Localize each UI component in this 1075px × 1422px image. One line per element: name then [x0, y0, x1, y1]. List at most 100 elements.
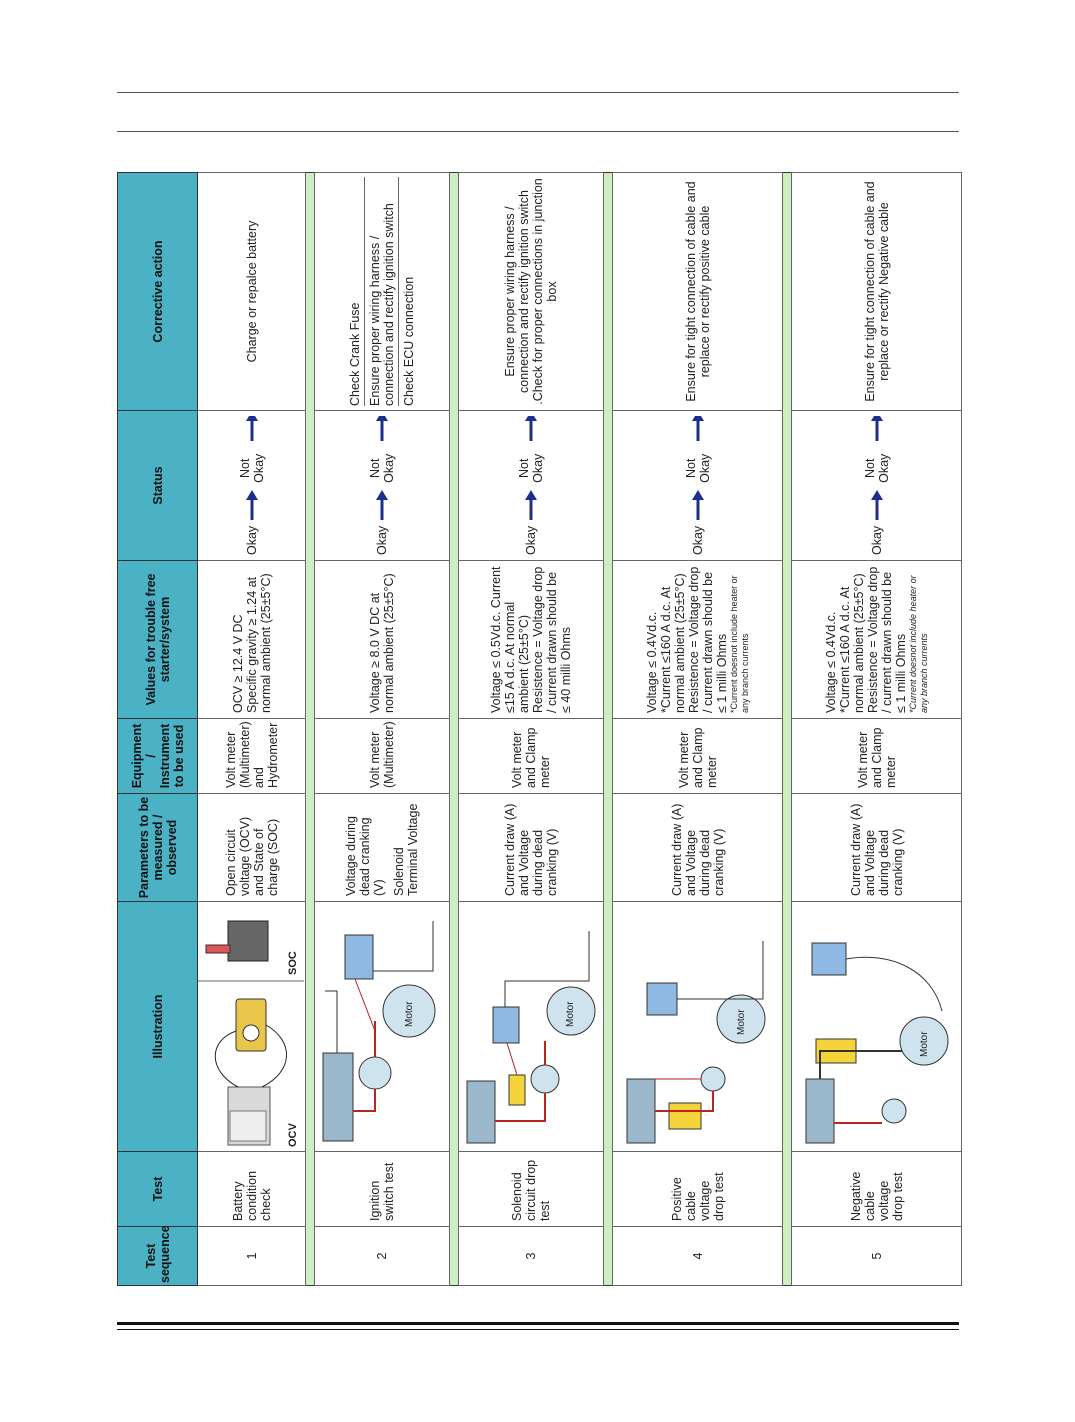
header-parameters: Parameters to be measured / observed: [117, 793, 198, 902]
arrow-right-icon: [870, 489, 883, 520]
clamp-meter-icon: [668, 1102, 702, 1130]
status-cell: Okay Not Okay: [791, 410, 962, 561]
status-okay: Okay: [524, 525, 538, 555]
solenoid-icon: [881, 1098, 907, 1124]
header-illustration: Illustration: [117, 901, 198, 1152]
voltmeter-icon: [492, 1006, 520, 1044]
test-cell: Negative cable voltage drop test: [791, 1151, 962, 1227]
corrective-cell: Ensure for tight connection of cable and…: [791, 172, 962, 411]
arrow-right-icon: [376, 489, 388, 520]
table-row: 2 Ignition switch test Motor: [314, 172, 450, 1286]
battery-icon: [322, 1052, 354, 1142]
status-cell: Okay Not Okay: [197, 410, 306, 561]
illustration-cell: Motor: [612, 901, 783, 1152]
arrow-right-icon: [245, 416, 258, 441]
status-okay: Okay: [690, 525, 705, 555]
equipment-cell: Volt meter and Clamp meter: [791, 718, 962, 794]
status-not-okay: Not Okay: [368, 453, 396, 483]
illustration-cell: OCV SOC: [197, 901, 306, 1152]
header-equipment: Equipment / Instrument to be used: [117, 718, 198, 794]
arrow-right-icon: [525, 489, 537, 520]
arrow-right-icon: [691, 416, 704, 441]
hydrometer-icon: [227, 920, 269, 962]
starter-test-table: Test sequence Test Illustration Paramete…: [117, 172, 962, 1286]
footer-rule-thick: [117, 1322, 959, 1325]
parameters-cell: Current draw (A) and Voltage during dead…: [791, 793, 962, 902]
seq-cell: 3: [458, 1226, 604, 1286]
corrective-cell: Ensure proper wiring harness / connectio…: [458, 172, 604, 411]
positive-cable-illustration: [626, 941, 766, 1144]
battery-icon: [805, 1078, 835, 1144]
ignition-circuit-illustration: [322, 921, 436, 1142]
status-not-okay: Not Okay: [237, 453, 266, 483]
equipment-cell: Volt meter and Clamp meter: [612, 718, 783, 794]
values-cell: Voltage ≥ 8.0 V DC at normal ambient (25…: [314, 560, 450, 719]
seq-cell: 1: [197, 1226, 306, 1286]
test-cell: Solenoid circuit drop test: [458, 1151, 604, 1227]
status-cell: Okay Not Okay: [458, 410, 604, 561]
ocv-label: OCV: [287, 1123, 299, 1147]
seq-cell: 2: [314, 1226, 450, 1286]
values-cell: Voltage ≤ 0.4Vd.c. *Current ≤160 A d.c. …: [612, 560, 783, 719]
status-not-okay: Not Okay: [683, 453, 712, 483]
status-cell: Okay Not Okay: [314, 410, 450, 561]
motor-icon: [546, 986, 596, 1036]
header-test-sequence: Test sequence: [117, 1225, 198, 1286]
table-row: 5 Negative cable voltage drop test Motor: [791, 172, 962, 1286]
header-values: Values for trouble free starter/system: [117, 560, 198, 719]
header-test: Test: [117, 1151, 198, 1227]
parameters-cell: Voltage during dead cranking (V) Solenoi…: [314, 793, 450, 902]
starter-test-table-wrapper: Test sequence Test Illustration Paramete…: [117, 172, 962, 1286]
table-row: 4 Positive cable voltage drop test Motor: [612, 172, 783, 1286]
motor-label: Motor: [736, 1009, 747, 1035]
equipment-cell: Volt meter (Multimeter) and Hydrometer: [197, 718, 306, 794]
footer-rule-thin: [117, 1329, 959, 1330]
solenoid-icon: [700, 1066, 726, 1092]
motor-label: Motor: [919, 1031, 930, 1057]
solenoid-icon: [530, 1064, 560, 1094]
test-cell: Positive cable voltage drop test: [612, 1151, 783, 1227]
motor-label: Motor: [404, 1001, 415, 1027]
values-cell: Voltage ≤ 0.5Vd.c. Current ≤15 A d.c. At…: [458, 560, 604, 719]
corrective-cell: Check Crank Fuse Ensure proper wiring ha…: [314, 172, 450, 411]
table-row: 3 Solenoid circuit drop test: [458, 172, 604, 1286]
parameters-cell: Current draw (A) and Voltage during dead…: [612, 793, 783, 902]
motor-label: Motor: [565, 1001, 576, 1027]
table-row: 1 Battery condition check OCV: [197, 172, 306, 1286]
header-rule-bottom: [117, 131, 959, 132]
row-separator: [782, 172, 792, 1286]
arrow-right-icon: [376, 416, 388, 441]
equipment-cell: Volt meter (Multimeter): [314, 718, 450, 794]
battery-icon: [626, 1078, 656, 1144]
voltmeter-icon: [344, 934, 374, 980]
voltmeter-icon: [646, 982, 678, 1016]
status-cell: Okay Not Okay: [612, 410, 783, 561]
illustration-cell: Motor: [314, 901, 450, 1152]
status-not-okay: Not Okay: [862, 453, 891, 483]
arrow-right-icon: [525, 416, 537, 441]
status-okay: Okay: [244, 525, 259, 555]
parameters-cell: Open circuit voltage (OCV) and State of …: [197, 793, 306, 902]
battery-icon: [466, 1080, 496, 1144]
values-cell: OCV ≥ 12.4 V DC Specific gravity ≥ 1.24 …: [197, 560, 306, 719]
status-okay: Okay: [869, 525, 884, 555]
motor-icon: [899, 1016, 949, 1066]
row-separator: [449, 172, 459, 1286]
test-cell: Ignition switch test: [314, 1151, 450, 1227]
test-cell: Battery condition check: [197, 1151, 306, 1227]
corrective-cell: Charge or repalce battery: [197, 172, 306, 411]
status-okay: Okay: [375, 525, 389, 555]
battery-ocv-soc-illustration: [198, 920, 304, 1146]
values-cell: Voltage ≤ 0.4Vd.c. *Current ≤160 A d.c. …: [791, 560, 962, 719]
row-separator: [603, 172, 613, 1286]
arrow-right-icon: [870, 416, 883, 441]
arrow-right-icon: [245, 489, 258, 520]
corrective-cell: Ensure for tight connection of cable and…: [612, 172, 783, 411]
seq-cell: 4: [612, 1226, 783, 1286]
header-status: Status: [117, 410, 198, 561]
motor-icon: [382, 984, 436, 1038]
motor-icon: [716, 994, 766, 1044]
arrow-right-icon: [691, 489, 704, 520]
solenoid-icon: [358, 1056, 392, 1090]
illustration-cell: Motor: [791, 901, 962, 1152]
